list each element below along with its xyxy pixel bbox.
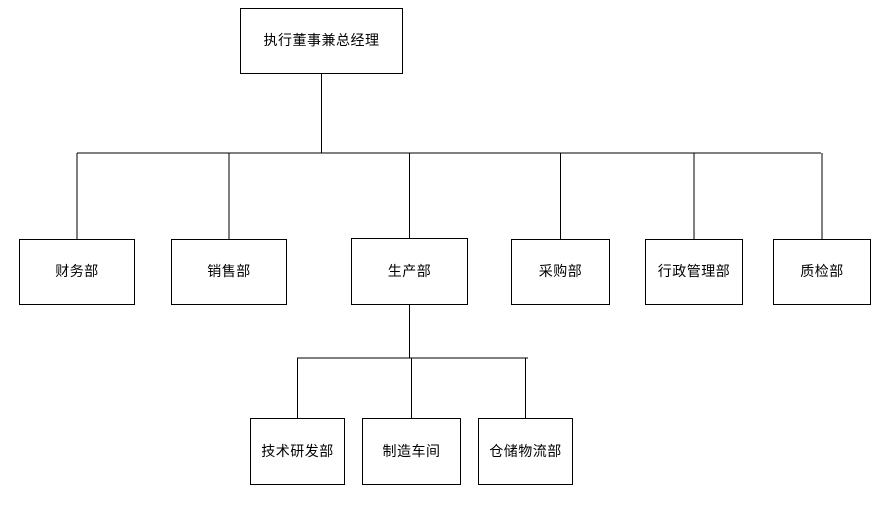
node-root-label: 执行董事兼总经理: [263, 33, 380, 49]
subnode-dept-1-label: 制造车间: [382, 443, 441, 460]
subnode-dept-0-label: 技术研发部: [261, 443, 334, 460]
subnode-dept-0[interactable]: 技术研发部: [250, 418, 345, 485]
node-dept-2[interactable]: 生产部: [351, 238, 468, 305]
node-root[interactable]: 执行董事兼总经理: [240, 8, 403, 74]
subnode-dept-2-label: 仓储物流部: [489, 443, 562, 460]
node-dept-4-label: 行政管理部: [657, 264, 731, 280]
subnode-dept-1[interactable]: 制造车间: [362, 418, 461, 485]
node-dept-0[interactable]: 财务部: [19, 239, 135, 305]
node-dept-5-label: 质检部: [800, 264, 844, 280]
node-dept-2-label: 生产部: [387, 263, 432, 280]
subnode-dept-2[interactable]: 仓储物流部: [478, 418, 573, 485]
node-dept-1[interactable]: 销售部: [171, 239, 287, 305]
node-dept-4[interactable]: 行政管理部: [645, 239, 743, 305]
node-dept-1-label: 销售部: [207, 264, 251, 280]
node-dept-3-label: 采购部: [538, 264, 583, 280]
node-dept-5[interactable]: 质检部: [773, 239, 871, 305]
node-dept-3[interactable]: 采购部: [511, 239, 610, 305]
node-dept-0-label: 财务部: [55, 264, 99, 280]
